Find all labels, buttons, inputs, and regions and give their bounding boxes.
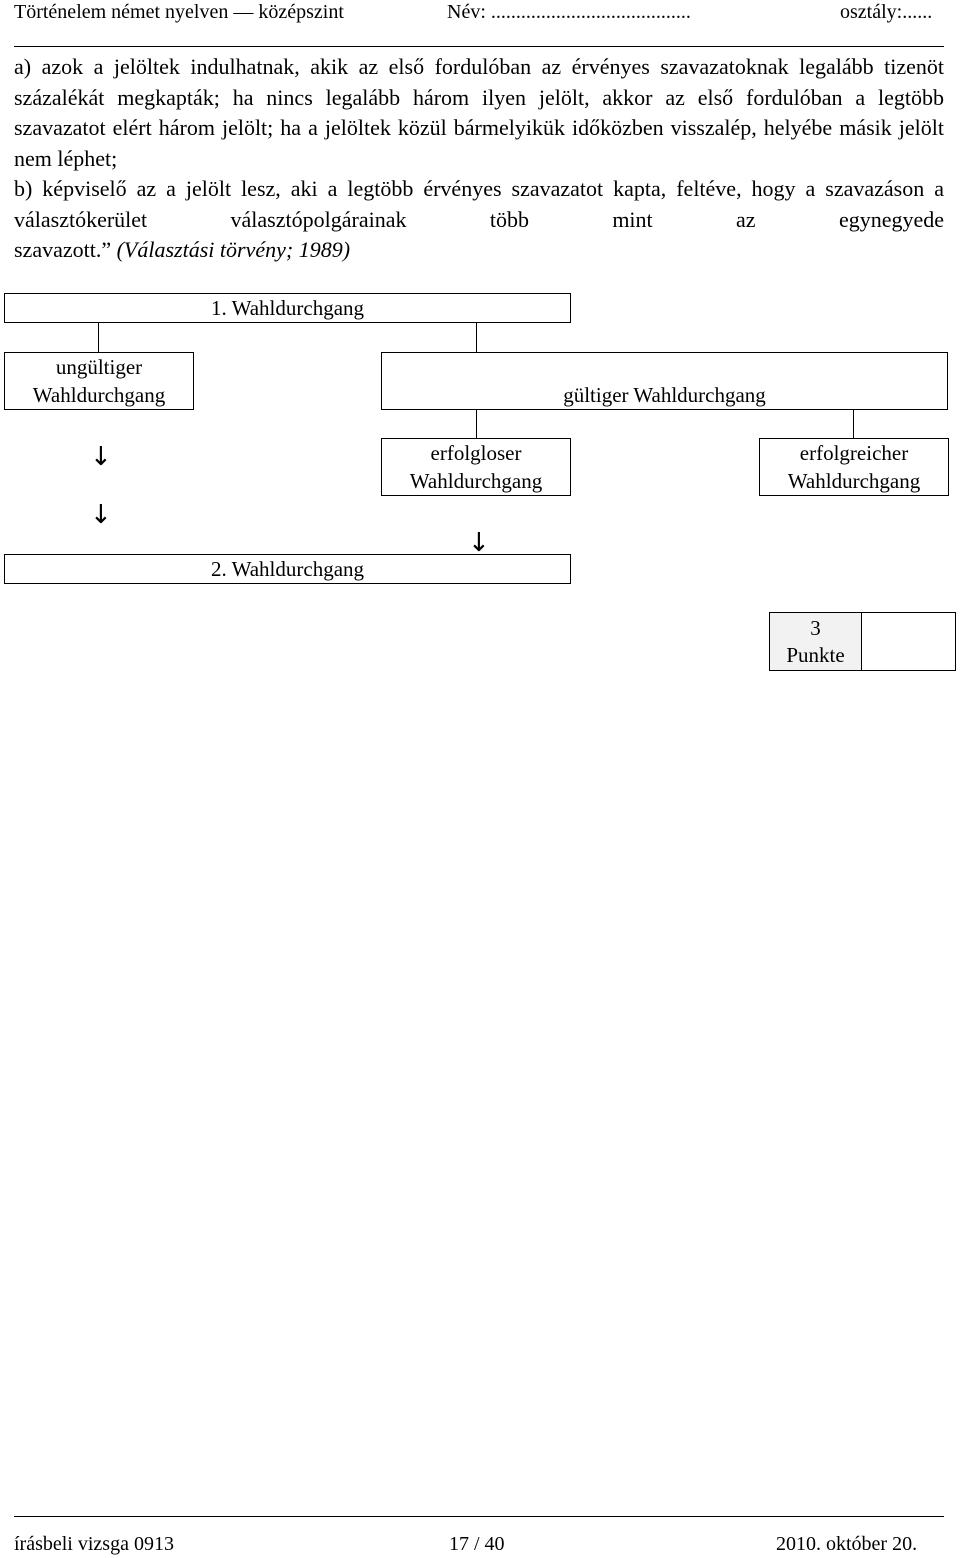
- down-arrow-icon: ↓: [90, 442, 112, 472]
- successful-round-label-1: erfolgreicher: [799, 441, 909, 465]
- unsuccessful-round-label-2: Wahldurchgang: [409, 469, 543, 493]
- paragraph-a: a) azok a jelöltek indulhatnak, akik az …: [14, 54, 944, 171]
- valid-round-box: gültiger Wahldurchgang: [381, 352, 948, 410]
- header-class-field: osztály:......: [840, 1, 933, 23]
- down-arrow-icon: ↓: [468, 528, 490, 558]
- down-arrow-icon: ↓: [90, 500, 112, 530]
- score-unit: Punkte: [786, 643, 845, 667]
- first-round-box: 1. Wahldurchgang: [4, 293, 571, 323]
- header-name-field: Név: ...................................…: [447, 1, 691, 23]
- paragraph-b: b) képviselő az a jelölt lesz, aki a leg…: [14, 176, 944, 232]
- connector-valid: [476, 323, 477, 353]
- header-divider: [14, 46, 944, 47]
- footer-page-number: 17 / 40: [449, 1533, 505, 1555]
- connector-successful: [853, 410, 854, 439]
- header-subject: Történelem német nyelven — középszint: [14, 1, 344, 23]
- connector-unsuccessful: [476, 410, 477, 439]
- footer-date: 2010. október 20.: [776, 1533, 918, 1555]
- first-round-label: 1. Wahldurchgang: [210, 296, 365, 320]
- paragraph-b-last-word: szavazott.”: [14, 237, 112, 262]
- citation: (Választási törvény; 1989): [116, 237, 351, 262]
- successful-round-label-2: Wahldurchgang: [787, 469, 921, 493]
- footer-divider: [14, 1516, 944, 1517]
- invalid-round-box: ungültiger Wahldurchgang: [4, 352, 194, 410]
- invalid-round-label-1: ungültiger: [55, 355, 143, 379]
- second-round-label: 2. Wahldurchgang: [210, 557, 365, 581]
- score-entry-field[interactable]: [862, 613, 955, 670]
- valid-round-label: gültiger Wahldurchgang: [563, 383, 766, 407]
- invalid-round-label-2: Wahldurchgang: [32, 383, 166, 407]
- connector-invalid: [98, 323, 99, 353]
- law-excerpt: a) azok a jelöltek indulhatnak, akik az …: [14, 52, 944, 266]
- footer-exam-code: írásbeli vizsga 0913: [14, 1533, 174, 1555]
- unsuccessful-round-label-1: erfolgloser: [430, 441, 522, 465]
- successful-round-box: erfolgreicher Wahldurchgang: [759, 438, 949, 496]
- score-label: 3 Punkte: [770, 613, 862, 670]
- paragraph-b-end: szavazott.” (Választási törvény; 1989): [14, 235, 944, 266]
- score-box: 3 Punkte: [769, 612, 956, 671]
- score-number: 3: [810, 616, 821, 640]
- second-round-box: 2. Wahldurchgang: [4, 554, 571, 584]
- unsuccessful-round-box: erfolgloser Wahldurchgang: [381, 438, 571, 496]
